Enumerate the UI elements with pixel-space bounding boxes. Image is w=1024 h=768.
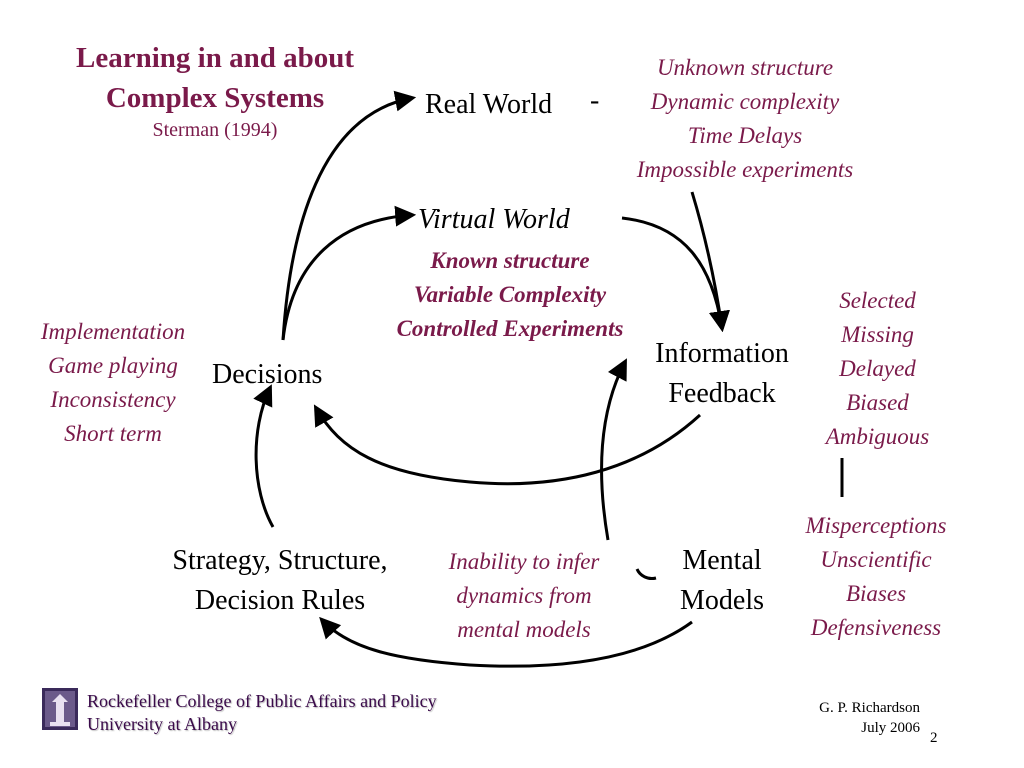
inference-issue-line: mental models bbox=[457, 617, 591, 642]
arrow-decisions-to-real-world bbox=[281, 90, 417, 341]
feedback-issue: Biased bbox=[846, 390, 909, 415]
footer-author-block: G. P. Richardson July 2006 bbox=[760, 698, 920, 738]
node-real-world: Real World bbox=[425, 89, 553, 120]
node-strategy-structure-decision-rules: Strategy, Structure, Decision Rules bbox=[144, 541, 416, 621]
node-information-feedback-line: Feedback bbox=[668, 378, 776, 409]
node-mental-models: Mental Models bbox=[660, 541, 784, 621]
footer-date: July 2006 bbox=[861, 720, 920, 736]
slide-citation: Sterman (1994) bbox=[152, 119, 278, 141]
footer-org-line-2: University at Albany bbox=[87, 714, 237, 734]
virtual-world-feature: Variable Complexity bbox=[413, 282, 607, 307]
node-mental-models-line: Mental bbox=[682, 545, 762, 576]
decision-issue: Game playing bbox=[48, 353, 178, 378]
mental-model-issue: Unscientific bbox=[820, 547, 932, 572]
footer-org-line-1: Rockefeller College of Public Affairs an… bbox=[87, 691, 437, 711]
slide-title-block: Learning in and about Complex Systems St… bbox=[20, 38, 410, 142]
decision-issue: Implementation bbox=[40, 319, 186, 344]
node-virtual-world: Virtual World bbox=[418, 204, 570, 235]
feedback-issue: Missing bbox=[841, 322, 914, 347]
decision-issue: Inconsistency bbox=[50, 387, 176, 412]
inference-issue-line: Inability to infer bbox=[448, 549, 600, 574]
annotation-mental-model-issues: Misperceptions Unscientific Biases Defen… bbox=[786, 509, 966, 645]
node-mental-models-line: Models bbox=[680, 585, 764, 616]
real-world-issue: Impossible experiments bbox=[636, 157, 854, 182]
arrow-decisions-to-virtual-world bbox=[281, 205, 417, 341]
real-world-issue: Unknown structure bbox=[656, 55, 834, 80]
decision-issue: Short term bbox=[64, 421, 162, 446]
feedback-issue: Ambiguous bbox=[825, 424, 930, 449]
slide-title-line-2: Complex Systems bbox=[105, 82, 325, 114]
feedback-issue: Selected bbox=[839, 288, 916, 313]
mental-model-issue: Biases bbox=[845, 581, 907, 606]
annotation-feedback-issues: Selected Missing Delayed Biased Ambiguou… bbox=[800, 284, 955, 454]
real-world-issue: Time Delays bbox=[687, 123, 803, 148]
slide-title-line-1: Learning in and about bbox=[75, 42, 354, 74]
arrow-virtual-world-to-feedback bbox=[621, 216, 730, 333]
node-strategy-line: Strategy, Structure, bbox=[172, 545, 388, 576]
mental-model-issue: Misperceptions bbox=[805, 513, 947, 538]
arrow-mental-models-to-feedback bbox=[599, 358, 627, 541]
arrow-mental-models-to-strategy bbox=[319, 616, 693, 668]
feedback-issue: Delayed bbox=[839, 356, 916, 381]
node-decisions: Decisions bbox=[212, 359, 323, 390]
arrow-strategy-to-decisions bbox=[253, 384, 275, 528]
node-strategy-line: Decision Rules bbox=[194, 585, 366, 616]
node-information-feedback-line: Information bbox=[655, 338, 789, 369]
annotation-real-world-issues: Unknown structure Dynamic complexity Tim… bbox=[600, 51, 890, 187]
footer-organization: Rockefeller College of Public Affairs an… bbox=[87, 690, 437, 736]
slide-page-number: 2 bbox=[930, 730, 938, 746]
mental-model-issue: Defensiveness bbox=[810, 615, 942, 640]
annotation-decision-issues: Implementation Game playing Inconsistenc… bbox=[20, 315, 206, 451]
annotation-inference-issue: Inability to infer dynamics from mental … bbox=[424, 545, 624, 647]
virtual-world-feature: Controlled Experiments bbox=[396, 316, 624, 341]
node-information-feedback: Information Feedback bbox=[636, 334, 808, 414]
real-world-issue: Dynamic complexity bbox=[650, 89, 840, 114]
university-seal-icon bbox=[42, 688, 78, 730]
connector-inference bbox=[635, 568, 657, 580]
virtual-world-feature: Known structure bbox=[430, 248, 590, 273]
inference-issue-line: dynamics from bbox=[456, 583, 592, 608]
annotation-virtual-world-features: Known structure Variable Complexity Cont… bbox=[360, 244, 660, 346]
real-world-negative-sign: - bbox=[590, 85, 600, 116]
footer-author: G. P. Richardson bbox=[819, 700, 920, 716]
arrow-feedback-to-decisions bbox=[313, 404, 702, 486]
